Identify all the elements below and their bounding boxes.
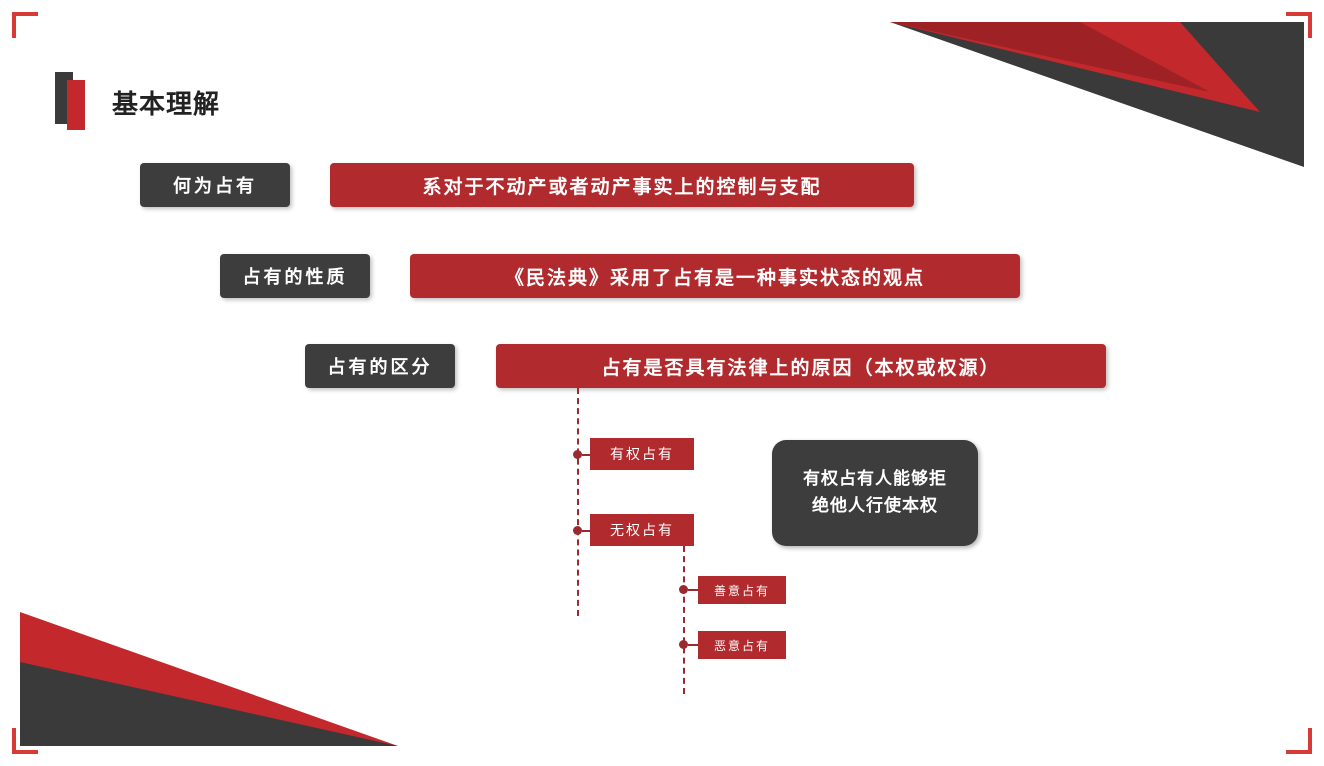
frame-corner-bottom-right bbox=[1286, 728, 1312, 754]
sub-tree-connector bbox=[688, 644, 698, 646]
frame-corner-top-left bbox=[12, 12, 38, 38]
tree-node-dot bbox=[573, 450, 582, 459]
content-distinction: 占有是否具有法律上的原因（本权或权源） bbox=[496, 344, 1106, 388]
branch-unrightful-possession: 无权占有 bbox=[590, 514, 694, 546]
note-text: 有权占有人能够拒绝他人行使本权 bbox=[803, 469, 947, 516]
tree-connector bbox=[582, 530, 590, 532]
frame-corner-top-right bbox=[1286, 12, 1312, 38]
content-definition: 系对于不动产或者动产事实上的控制与支配 bbox=[330, 163, 914, 207]
tree-trunk-line bbox=[577, 388, 579, 616]
label-definition: 何为占有 bbox=[140, 163, 290, 207]
decor-bottom-left bbox=[20, 612, 398, 746]
tree-node-dot bbox=[573, 526, 582, 535]
sub-branch-good-faith: 善意占有 bbox=[698, 576, 786, 604]
label-distinction: 占有的区分 bbox=[305, 344, 455, 388]
frame-corner-bottom-left bbox=[12, 728, 38, 754]
sub-tree-line bbox=[683, 546, 685, 694]
content-nature: 《民法典》采用了占有是一种事实状态的观点 bbox=[410, 254, 1020, 298]
tree-connector bbox=[582, 454, 590, 456]
label-nature: 占有的性质 bbox=[220, 254, 370, 298]
branch-rightful-possession: 有权占有 bbox=[590, 438, 694, 470]
sub-tree-connector bbox=[688, 589, 698, 591]
note-box: 有权占有人能够拒绝他人行使本权 bbox=[772, 440, 978, 546]
decor-top-right bbox=[890, 22, 1304, 167]
sub-branch-bad-faith: 恶意占有 bbox=[698, 631, 786, 659]
page-title: 基本理解 bbox=[112, 90, 221, 120]
sub-tree-node-dot bbox=[679, 585, 688, 594]
sub-tree-node-dot bbox=[679, 640, 688, 649]
